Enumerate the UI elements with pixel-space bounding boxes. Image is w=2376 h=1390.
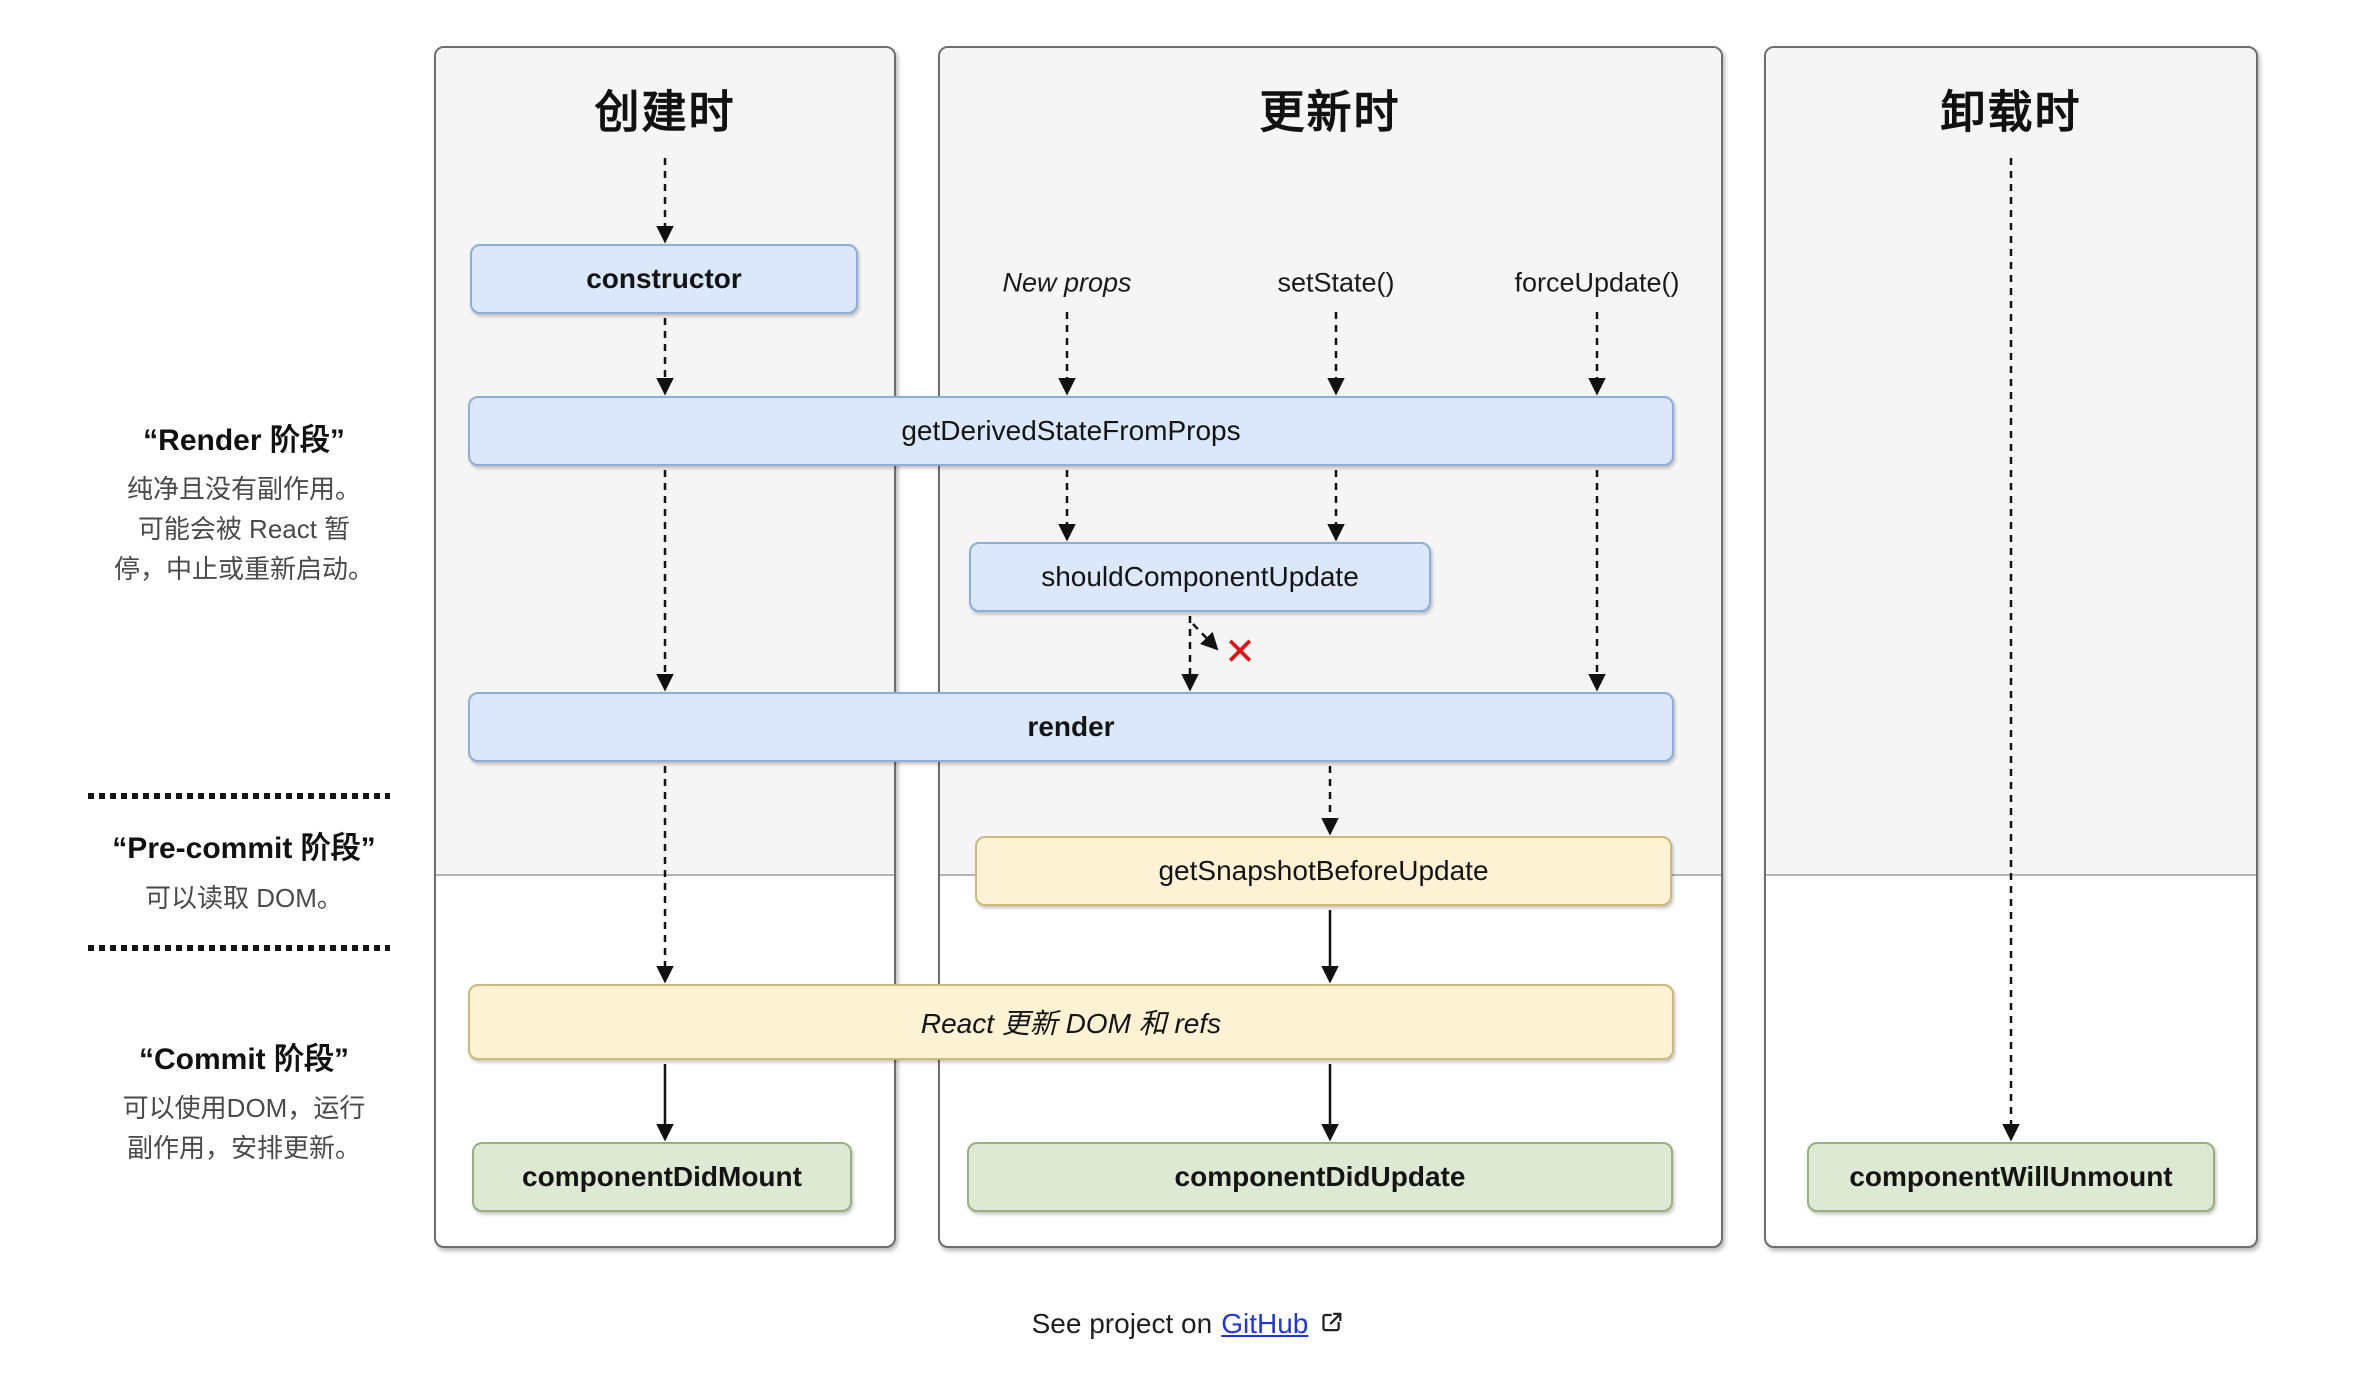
method-constructor[interactable]: constructor <box>470 244 858 314</box>
render-phase-zone-unmounting <box>1766 48 2256 876</box>
commit-phase-title: “Commit 阶段” <box>139 1043 349 1076</box>
react-updates-dom-box: React 更新 DOM 和 refs <box>468 984 1674 1060</box>
pre-commit-phase-desc-line: 可以读取 DOM。 <box>145 883 343 913</box>
github-link[interactable]: GitHub <box>1221 1308 1309 1339</box>
footer: See project on GitHub <box>1032 1308 1345 1340</box>
column-updating <box>938 46 1723 1248</box>
method-getsnapshotbeforeupdate[interactable]: getSnapshotBeforeUpdate <box>975 836 1672 906</box>
column-title-unmounting: 卸载时 <box>1940 86 2082 138</box>
label-new-props: New props <box>1002 267 1132 298</box>
method-render[interactable]: render <box>468 692 1674 762</box>
label-forceupdate: forceUpdate() <box>1514 267 1680 298</box>
phase-divider <box>88 945 390 951</box>
phase-divider <box>88 793 390 799</box>
column-unmounting <box>1764 46 2258 1248</box>
label-setstate: setState() <box>1277 267 1395 298</box>
render-phase-desc-line: 纯净且没有副作用。 <box>126 474 362 504</box>
column-title-updating: 更新时 <box>1259 86 1401 138</box>
column-mounting <box>434 46 896 1248</box>
external-link-icon[interactable] <box>1318 1309 1344 1335</box>
pre-commit-phase-title: “Pre-commit 阶段” <box>112 832 376 865</box>
method-getderivedstatefromprops[interactable]: getDerivedStateFromProps <box>468 396 1674 466</box>
render-phase-desc-line: 可能会被 React 暂 <box>137 514 351 544</box>
blocked-update-x-icon: ✕ <box>1224 631 1256 674</box>
render-phase-title: “Render 阶段” <box>143 424 345 457</box>
column-title-mounting: 创建时 <box>594 86 736 138</box>
method-shouldcomponentupdate[interactable]: shouldComponentUpdate <box>969 542 1431 612</box>
method-componentdidmount[interactable]: componentDidMount <box>472 1142 852 1212</box>
footer-text: See project on <box>1031 1308 1213 1339</box>
render-phase-desc-line: 停，中止或重新启动。 <box>113 554 375 584</box>
method-componentdidupdate[interactable]: componentDidUpdate <box>967 1142 1673 1212</box>
commit-phase-desc-line: 副作用，安排更新。 <box>126 1133 362 1163</box>
method-componentwillunmount[interactable]: componentWillUnmount <box>1807 1142 2215 1212</box>
commit-phase-desc-line: 可以使用DOM，运行 <box>122 1093 366 1123</box>
